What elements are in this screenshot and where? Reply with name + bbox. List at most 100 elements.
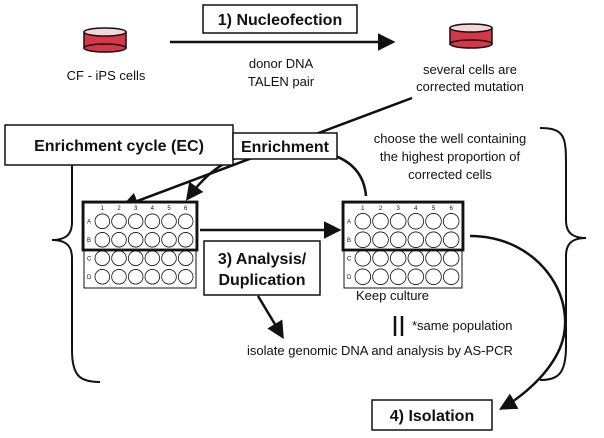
plate-well (389, 268, 407, 285)
plate-well (177, 269, 194, 285)
plate-column-label: 3 (134, 206, 138, 212)
donor-dna-label: donor DNA (249, 56, 314, 71)
plate-well (425, 213, 442, 230)
plate-well (94, 250, 111, 266)
plate-row-label: C (347, 256, 352, 262)
choose-line2: the highest proportion of (380, 149, 521, 164)
plate-column-label: 2 (117, 206, 121, 212)
plate-column-label: 6 (449, 206, 453, 212)
isolation-label: 4) Isolation (390, 408, 474, 425)
isolation-box (371, 399, 493, 431)
plate-well (127, 269, 144, 285)
plate-column-label: 5 (432, 206, 436, 212)
corrected-dish-icon (449, 23, 493, 49)
plate-well (94, 269, 111, 285)
plate-well (94, 232, 111, 248)
plate-row-label: D (347, 275, 352, 281)
plate-column-label: 1 (101, 206, 105, 212)
plate-well (372, 268, 389, 285)
plate-column-label: 4 (151, 206, 155, 212)
to-analysis-arrow (256, 295, 284, 340)
enrichment-cycle-label: Enrichment cycle (EC) (34, 138, 204, 155)
plate-well (372, 213, 389, 230)
plate-highlight (341, 200, 465, 252)
talen-pair-label: TALEN pair (248, 74, 315, 89)
plate-row-label: B (87, 238, 91, 244)
plate-well (111, 269, 127, 285)
plate-well (94, 213, 111, 229)
plate-well (354, 231, 372, 248)
plate-well (372, 231, 389, 248)
plate-well (442, 213, 460, 230)
plate-well (407, 250, 425, 267)
analysis-label-line1: 3) Analysis/ (218, 251, 307, 268)
plate-well (111, 232, 127, 248)
plate-well (127, 232, 144, 248)
plate-column-label: 1 (361, 206, 365, 212)
plate-well (354, 268, 372, 285)
plate-row-label: A (87, 219, 91, 225)
plate-well (389, 213, 407, 230)
plate-well (127, 213, 144, 229)
plate-well (389, 231, 407, 248)
plate-well (177, 232, 194, 248)
plate-well (407, 268, 425, 285)
same-population-label: *same population (412, 318, 512, 333)
analysis-label-line2: Duplication (218, 272, 305, 289)
enrichment-box (232, 132, 338, 160)
cf-ips-dish-icon (83, 27, 127, 53)
plate-well (442, 268, 460, 285)
plate-well (144, 213, 161, 229)
corrected-label-line1: several cells are (423, 62, 517, 77)
plate-well (161, 213, 177, 229)
to-isolation-arrow (469, 234, 567, 410)
plate-column-label: 5 (167, 206, 171, 212)
plate-well (144, 269, 161, 285)
plate-well (407, 231, 425, 248)
plate-well (354, 213, 372, 230)
enrichment-cycle-box (4, 124, 234, 166)
plate-well (177, 250, 194, 266)
plate-well (111, 213, 127, 229)
plate-well (144, 250, 161, 266)
plate-column-label: 4 (414, 206, 418, 212)
plate-well (372, 250, 389, 267)
plate-row-label: C (87, 256, 92, 262)
plate-well (354, 250, 372, 267)
nucleofection-box (202, 4, 358, 34)
corrected-label-line2: corrected mutation (416, 79, 524, 94)
plate-well (144, 232, 161, 248)
plate-well (407, 213, 425, 230)
plate-row-label: A (347, 219, 351, 225)
right-curly-brace (539, 127, 587, 381)
enrichment-label: Enrichment (241, 139, 330, 156)
plate-well (111, 250, 127, 266)
plate-row-label: B (347, 238, 351, 244)
plate-well (389, 250, 407, 267)
analysis-box (203, 240, 321, 296)
keep-culture-label: Keep culture (356, 288, 429, 303)
plate-column-label: 2 (379, 206, 383, 212)
isolate-dna-label: isolate genomic DNA and analysis by AS-P… (247, 343, 513, 358)
left-well-plate: 1 2 3 4 5 6A B C D (81, 200, 199, 289)
plate-well (161, 250, 177, 266)
plate-well (425, 250, 442, 267)
plate-well (425, 268, 442, 285)
plate-well (442, 250, 460, 267)
plate-well (127, 250, 144, 266)
plate-well (177, 213, 194, 229)
plate-row-label: D (87, 275, 92, 281)
right-well-plate: 1 2 3 4 5 6A B C D (341, 200, 465, 289)
plate-column-label: 3 (396, 206, 400, 212)
plate-well (442, 231, 460, 248)
nucleofection-label: 1) Nucleofection (218, 12, 342, 29)
plate-column-label: 6 (184, 206, 188, 212)
plate-well (425, 231, 442, 248)
choose-line3: corrected cells (408, 167, 492, 182)
cf-ips-label: CF - iPS cells (67, 68, 146, 83)
plate-well (161, 232, 177, 248)
plate-highlight (81, 200, 199, 252)
plate-well (161, 269, 177, 285)
choose-line1: choose the well containing (374, 131, 527, 146)
